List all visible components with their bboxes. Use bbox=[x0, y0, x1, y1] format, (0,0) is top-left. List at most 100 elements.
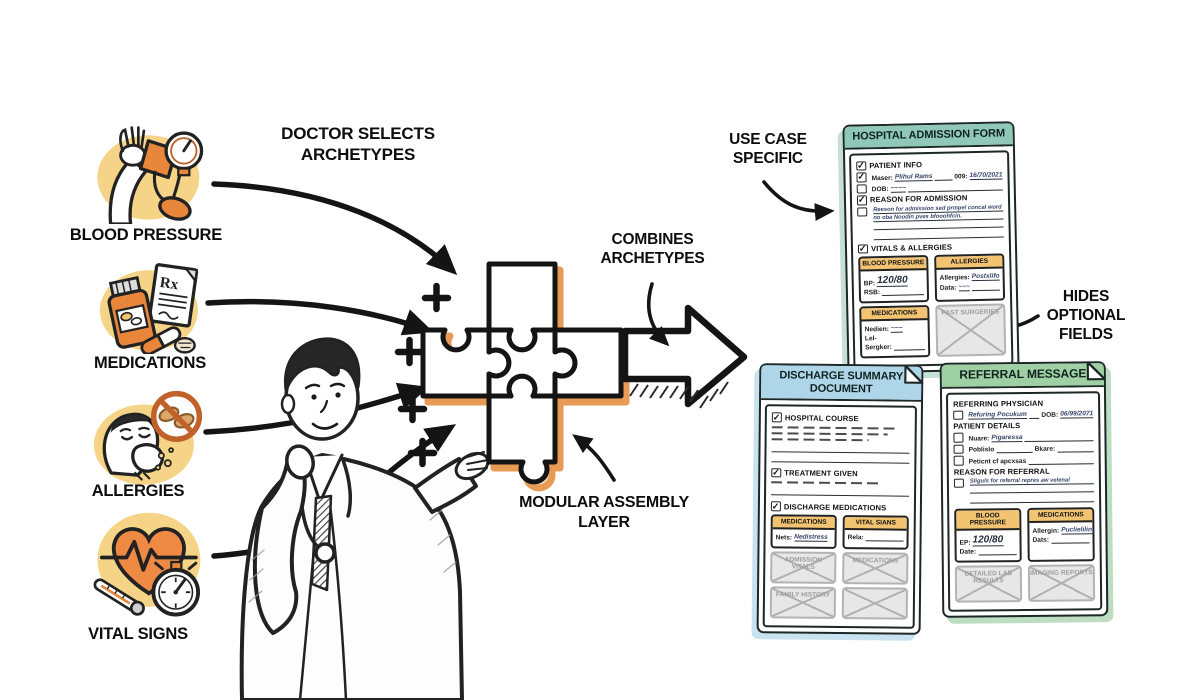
discharge-summary-form: DISCHARGE SUMMARY DOCUMENT ✓ HOSPITAL CO… bbox=[756, 363, 924, 635]
allergies-box: ALLERGIES Allergies: Postxlifo Data: ~~~ bbox=[934, 253, 1006, 303]
referral-message-form: REFERRAL MESSAGE REFERRING PHYSICIAN Ref… bbox=[939, 361, 1109, 618]
dob-row: DOB: ~~~~ bbox=[856, 181, 1003, 194]
medications-box: MEDICATIONS Nedien: ~~~ Lel- Sergker: bbox=[859, 305, 931, 359]
archetype-label-medications: MEDICATIONS bbox=[93, 354, 207, 372]
archetype-label-blood-pressure: BLOOD PRESSURE bbox=[69, 226, 223, 244]
puzzle-pieces bbox=[420, 261, 624, 485]
patient-details-heading: PATIENT DETAILS bbox=[953, 421, 1021, 432]
form-line bbox=[893, 343, 926, 351]
blood-pressure-icon bbox=[85, 122, 215, 226]
checkbox-empty-icon bbox=[856, 183, 867, 194]
form-line bbox=[771, 487, 910, 498]
form-line bbox=[978, 547, 1017, 556]
medications-box: MEDICATIONS Nets: Nedistress bbox=[770, 514, 837, 549]
reason-heading: ✓ REASON FOR ADMISSION bbox=[856, 193, 968, 206]
handwriting-squiggle bbox=[771, 438, 869, 442]
use-case-arrow bbox=[762, 180, 835, 221]
combine-arrow bbox=[621, 304, 748, 409]
plus-icon bbox=[394, 336, 425, 367]
reason-paragraph: Reeson for admission sed prmpel concal w… bbox=[857, 204, 1004, 242]
plus-icons bbox=[394, 282, 452, 468]
rx-glyph: Rx bbox=[159, 274, 180, 293]
admission-vitals-hidden-box: ADMISSION VITALS bbox=[770, 551, 837, 584]
form-line bbox=[996, 446, 1033, 454]
coat-hatching bbox=[248, 509, 457, 603]
handwriting-squiggle bbox=[771, 432, 888, 436]
form-line bbox=[1028, 412, 1040, 420]
stethoscope-chestpiece bbox=[314, 542, 336, 564]
handwriting-squiggle bbox=[771, 426, 899, 430]
checkbox-empty-icon bbox=[953, 444, 964, 455]
imaging-reports-hidden-box: IMAGING REPORTS bbox=[1027, 564, 1096, 602]
allergies-icon bbox=[80, 386, 210, 486]
checkbox-checked-icon: ✓ bbox=[770, 500, 781, 512]
checkbox-empty-icon bbox=[953, 478, 964, 489]
family-history-hidden-box: FAMILY HISTORY bbox=[769, 586, 837, 619]
checkbox-checked-icon: ✓ bbox=[771, 411, 782, 423]
doctor-fist bbox=[285, 444, 315, 480]
plus-icon bbox=[397, 393, 428, 424]
referring-physician-heading: REFERRING PHYSICIAN bbox=[953, 398, 1044, 409]
doctor-hair bbox=[283, 337, 361, 392]
hides-optional-label: HIDES OPTIONAL FIELDS bbox=[1046, 288, 1126, 343]
vitals-allergies-heading: ✓ VITALS & ALLERGIES bbox=[857, 242, 953, 254]
blood-pressure-box: BLOOD PRESSURE BP: 120/80 RSB: bbox=[858, 255, 930, 304]
medications-icon: Rx bbox=[88, 256, 212, 356]
referral-form-title: REFERRAL MESSAGE bbox=[941, 363, 1104, 389]
arrow-blood-pressure bbox=[211, 181, 458, 275]
modular-assembly-label: MODULAR ASSEMBLY LAYER bbox=[519, 494, 689, 531]
blank-hidden-box bbox=[841, 586, 909, 620]
form-line bbox=[1050, 536, 1090, 544]
checkbox-checked-icon: ✓ bbox=[856, 194, 867, 206]
combines-label: COMBINES ARCHETYPES bbox=[600, 231, 705, 267]
form-line bbox=[1057, 445, 1094, 453]
form-line bbox=[771, 454, 910, 464]
puzzle-piece-center bbox=[486, 327, 578, 399]
combines-arrow bbox=[646, 282, 670, 347]
form-line bbox=[934, 173, 953, 181]
arrow-medications bbox=[205, 298, 434, 336]
physician-row: Refuring Pocukum DOB: 06/99/2071 bbox=[953, 409, 1094, 421]
checkbox-empty-icon bbox=[857, 206, 867, 217]
checkbox-checked-icon: ✓ bbox=[856, 160, 866, 171]
handwriting-squiggle bbox=[771, 481, 879, 485]
doctor-selects-label: DOCTOR SELECTS ARCHETYPES bbox=[281, 124, 435, 164]
doctor-right-hand bbox=[454, 451, 490, 481]
dogear-fold bbox=[904, 364, 924, 384]
form-line bbox=[873, 229, 1004, 240]
detail-row: Poblislo Bkare: bbox=[953, 443, 1094, 455]
archetype-label-allergies: ALLERGIES bbox=[91, 482, 185, 500]
reason-paragraph: Sliguls for referral repres aw velenal bbox=[953, 477, 1095, 505]
vital-signs-icon bbox=[84, 506, 216, 618]
vital-signs-box: VITAL SIANS Rela: bbox=[842, 514, 909, 550]
form-line bbox=[881, 288, 924, 297]
form-line bbox=[969, 484, 1095, 494]
doctor-ear bbox=[280, 393, 296, 415]
medications-hidden-box: MEDICATIONS bbox=[842, 551, 909, 585]
detail-row: Peticnt cf apcxsas bbox=[953, 455, 1094, 466]
doctor-face bbox=[304, 382, 346, 430]
hospital-admission-form: HOSPITAL ADMISSION FORM ✓ PATIENT INFO ✓… bbox=[842, 121, 1020, 374]
past-surgeries-hidden-box: PAST SURGERIES bbox=[935, 303, 1007, 358]
form-line bbox=[1028, 457, 1094, 465]
discharge-form-title: DISCHARGE SUMMARY DOCUMENT bbox=[761, 365, 922, 403]
modular-arrow bbox=[572, 434, 616, 482]
reason-referral-heading: REASON FOR REFERRAL bbox=[953, 466, 1050, 477]
checkbox-checked-icon: ✓ bbox=[771, 467, 781, 478]
checkbox-empty-icon bbox=[953, 432, 964, 443]
doctor-illustration bbox=[239, 337, 490, 700]
dogear-fold bbox=[1086, 361, 1106, 381]
form-line bbox=[907, 183, 1003, 193]
checkbox-empty-icon bbox=[953, 455, 964, 466]
form-line bbox=[771, 444, 910, 454]
admission-form-title: HOSPITAL ADMISSION FORM bbox=[844, 123, 1013, 150]
form-line bbox=[873, 219, 1004, 230]
form-line bbox=[1024, 434, 1094, 442]
plus-icon bbox=[421, 282, 452, 313]
patient-name-row: ✓ Maser: Plihul Rams 009: 16/70/2021 bbox=[856, 171, 1003, 183]
checkbox-checked-icon: ✓ bbox=[857, 243, 868, 254]
lab-results-hidden-box: DETAILED LAB RESULTS bbox=[954, 564, 1023, 603]
medications-box: MEDICATIONS Allergin: Puclielilin Dats: bbox=[1027, 507, 1095, 562]
